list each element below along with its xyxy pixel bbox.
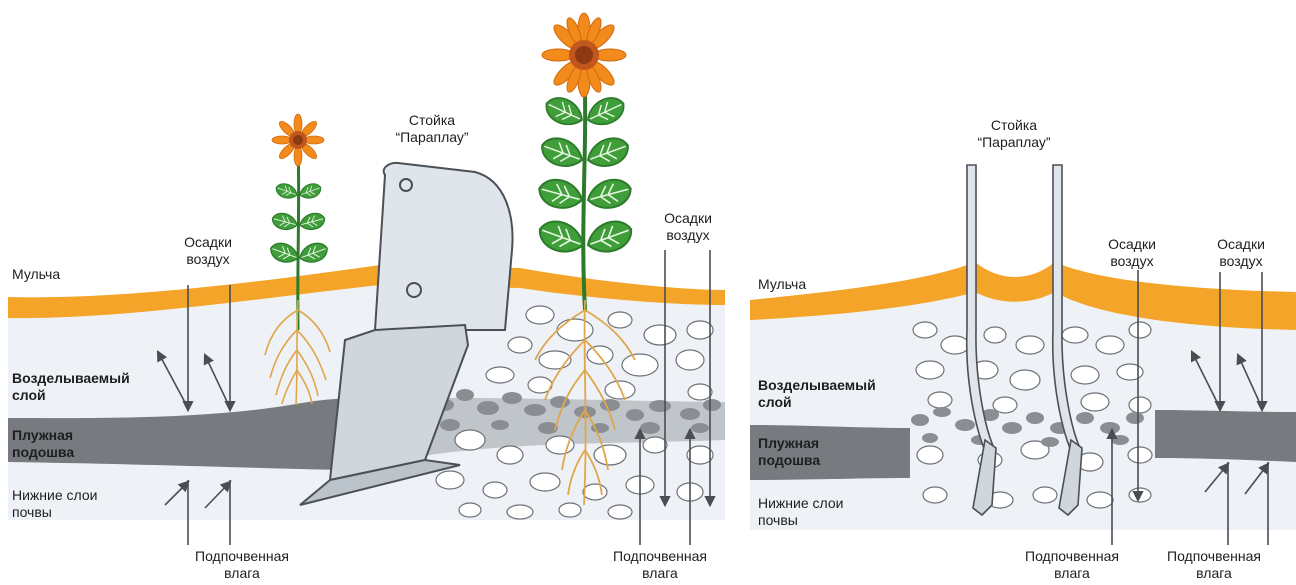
left-label-precip-a-line2: воздух xyxy=(184,251,232,268)
left-label-precip-a-line1: Осадки xyxy=(184,234,232,251)
right-label-tilled-line2: слой xyxy=(758,394,876,411)
right-panel xyxy=(750,165,1296,545)
left-label-precipitation-b: Осадки воздух xyxy=(664,210,712,244)
right-label-moisture-b-line2: влага xyxy=(1167,565,1261,582)
left-label-subsoil-line2: почвы xyxy=(12,504,97,521)
right-label-precip-b-line2: воздух xyxy=(1217,253,1265,270)
left-small-flower-head xyxy=(272,114,324,166)
left-label-precip-b-line1: Осадки xyxy=(664,210,712,227)
left-label-plow-pan: Плужная подошва xyxy=(12,427,74,461)
right-label-plow-pan-line2: подошва xyxy=(758,452,820,469)
left-label-precip-b-line2: воздух xyxy=(664,227,712,244)
right-label-plow-pan-line1: Плужная xyxy=(758,435,820,452)
left-label-moisture-a-line1: Подпочвенная xyxy=(195,548,289,565)
left-large-flower-head xyxy=(542,13,626,97)
right-label-subsoil-line2: почвы xyxy=(758,512,843,529)
left-label-moisture-b-line1: Подпочвенная xyxy=(613,548,707,565)
right-label-tilled-layer: Возделываемый слой xyxy=(758,377,876,411)
left-label-subsoil-moisture-b: Подпочвенная влага xyxy=(613,548,707,582)
left-label-tilled-layer: Возделываемый слой xyxy=(12,370,130,404)
right-label-subsoil-moisture-b: Подпочвенная влага xyxy=(1167,548,1261,582)
right-label-moisture-a-line2: влага xyxy=(1025,565,1119,582)
left-label-subsoil-moisture-a: Подпочвенная влага xyxy=(195,548,289,582)
left-label-tilled-line2: слой xyxy=(12,387,130,404)
right-label-precipitation-a: Осадки воздух xyxy=(1108,236,1156,270)
left-label-plow-pan-line1: Плужная xyxy=(12,427,74,444)
right-label-moisture-a-line1: Подпочвенная xyxy=(1025,548,1119,565)
right-label-subsoil: Нижние слои почвы xyxy=(758,495,843,529)
right-label-subsoil-line1: Нижние слои xyxy=(758,495,843,512)
left-panel xyxy=(8,13,725,545)
left-label-subsoil: Нижние слои почвы xyxy=(12,487,97,521)
right-label-plow-pan: Плужная подошва xyxy=(758,435,820,469)
left-label-plow-pan-line2: подошва xyxy=(12,444,74,461)
right-label-precip-b-line1: Осадки xyxy=(1217,236,1265,253)
left-label-moisture-a-line2: влага xyxy=(195,565,289,582)
right-label-tilled-line1: Возделываемый xyxy=(758,377,876,394)
left-label-subsoil-line1: Нижние слои xyxy=(12,487,97,504)
left-label-mulch: Мульча xyxy=(12,266,60,283)
right-label-moisture-b-line1: Подпочвенная xyxy=(1167,548,1261,565)
left-label-tool-line2: “Параплау” xyxy=(395,129,468,146)
left-label-tilled-line1: Возделываемый xyxy=(12,370,130,387)
right-label-precipitation-b: Осадки воздух xyxy=(1217,236,1265,270)
right-plow-pan-layer-right xyxy=(1155,410,1296,462)
left-label-precipitation-a: Осадки воздух xyxy=(184,234,232,268)
right-label-tool-line2: “Параплау” xyxy=(977,134,1050,151)
right-label-precip-a-line2: воздух xyxy=(1108,253,1156,270)
right-label-subsoil-moisture-a: Подпочвенная влага xyxy=(1025,548,1119,582)
left-label-paraplow-tool: Стойка “Параплау” xyxy=(395,112,468,146)
right-label-mulch: Мульча xyxy=(758,276,806,293)
right-label-tool-line1: Стойка xyxy=(977,117,1050,134)
left-label-tool-line1: Стойка xyxy=(395,112,468,129)
right-label-precip-a-line1: Осадки xyxy=(1108,236,1156,253)
right-label-paraplow-tool: Стойка “Параплау” xyxy=(977,117,1050,151)
left-label-moisture-b-line2: влага xyxy=(613,565,707,582)
